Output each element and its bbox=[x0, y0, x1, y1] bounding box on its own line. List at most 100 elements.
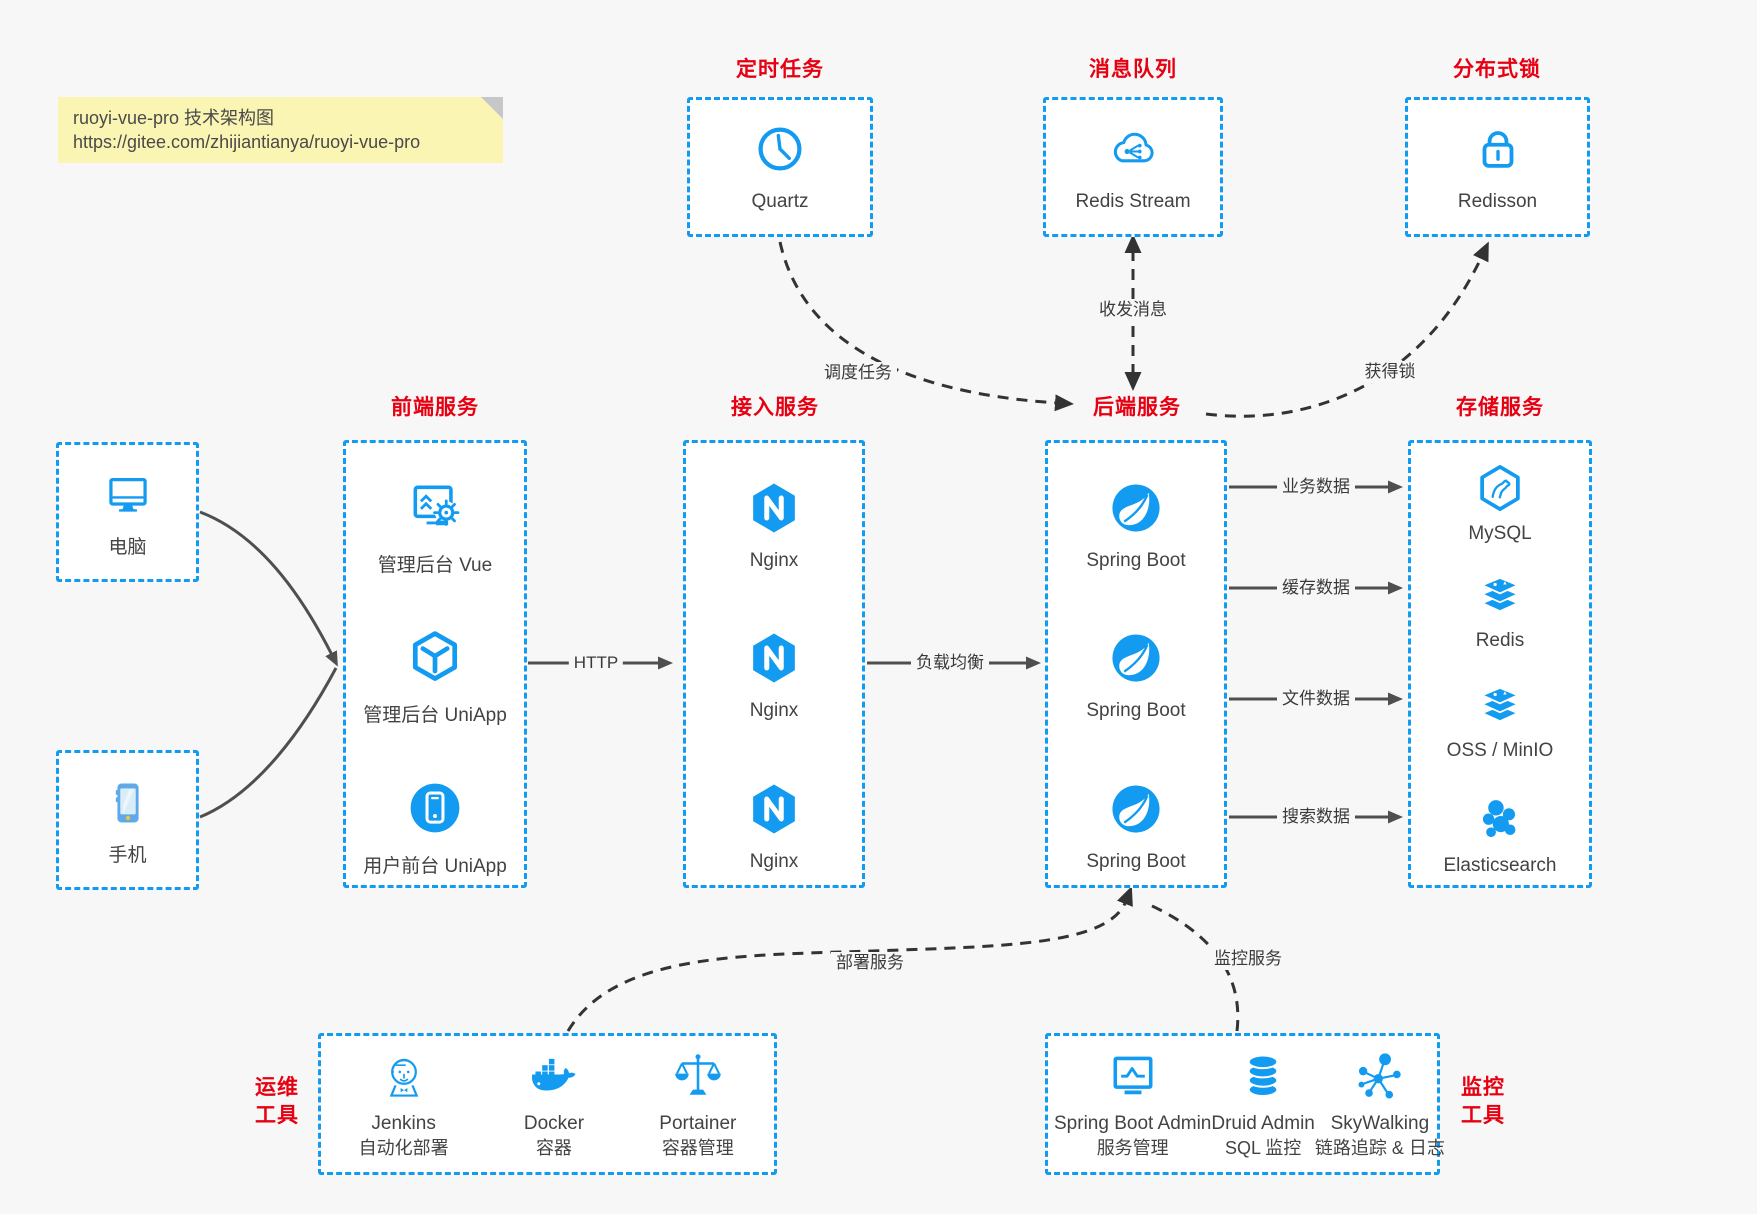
tool-name: Jenkins bbox=[371, 1113, 436, 1134]
node-label: Spring Boot bbox=[1086, 700, 1186, 721]
spring-icon bbox=[1112, 484, 1160, 532]
title-scheduled-tasks: 定时任务 bbox=[736, 58, 824, 81]
edge-label-http: HTTP bbox=[568, 652, 624, 674]
lock-icon bbox=[1482, 131, 1513, 168]
edge-label-load-balance: 负载均衡 bbox=[911, 652, 989, 674]
spring-icon bbox=[1112, 785, 1160, 833]
title-message-queue: 消息队列 bbox=[1089, 58, 1177, 81]
skywalking-icon bbox=[1358, 1053, 1401, 1099]
tool-docker: Docker 容器 bbox=[524, 1050, 584, 1160]
title-storage: 存储服务 bbox=[1456, 396, 1544, 419]
tool-name: Druid Admin bbox=[1211, 1113, 1315, 1134]
tool-desc: SQL 监控 bbox=[1224, 1138, 1302, 1158]
node-admin-uniapp: 管理后台 UniApp bbox=[346, 627, 524, 727]
tool-name: Docker bbox=[523, 1113, 585, 1134]
node-label: 手机 bbox=[108, 845, 147, 866]
edge-label-deploy: 部署服务 bbox=[831, 952, 909, 974]
desktop-icon bbox=[108, 477, 147, 512]
sba-icon bbox=[1113, 1056, 1153, 1095]
node-label: Redis bbox=[1475, 630, 1525, 651]
nginx-icon bbox=[753, 483, 795, 533]
tool-desc: 自动化部署 bbox=[358, 1138, 449, 1158]
title-backend: 后端服务 bbox=[1093, 396, 1181, 419]
tool-skywalking: SkyWalking 链路追踪 & 日志 bbox=[1315, 1050, 1445, 1160]
tool-desc: 容器 bbox=[535, 1138, 572, 1158]
node-label: OSS / MinIO bbox=[1446, 740, 1554, 761]
tool-druid-admin: Druid Admin SQL 监控 bbox=[1211, 1050, 1315, 1160]
spring-icon bbox=[1112, 634, 1160, 682]
edge-label-biz-data: 业务数据 bbox=[1277, 476, 1355, 498]
elasticsearch-icon bbox=[1482, 800, 1516, 838]
node-spring-boot-1: Spring Boot bbox=[1048, 479, 1224, 572]
tool-desc: 容器管理 bbox=[661, 1138, 734, 1158]
group-box-quartz: Quartz bbox=[687, 97, 873, 237]
note-fold-corner bbox=[481, 97, 503, 119]
title-frontend: 前端服务 bbox=[391, 396, 479, 419]
oss-stack-icon bbox=[1479, 686, 1521, 723]
node-user-uniapp: 用户前台 UniApp bbox=[346, 778, 524, 878]
column-box-gateway: Nginx Nginx Nginx bbox=[683, 440, 865, 888]
druid-icon bbox=[1247, 1054, 1279, 1097]
title-line: 工具 bbox=[1461, 1104, 1505, 1127]
node-label: 管理后台 Vue bbox=[377, 555, 493, 576]
client-box-mobile: 手机 bbox=[56, 750, 199, 890]
admin-vue-icon bbox=[413, 485, 460, 526]
edge-label-schedule: 调度任务 bbox=[819, 362, 897, 384]
client-box-pc: 电脑 bbox=[56, 442, 199, 582]
node-label: Nginx bbox=[749, 550, 799, 571]
node-mysql: MySQL bbox=[1411, 462, 1589, 545]
column-box-storage: MySQL Redis OSS / MinIO bbox=[1408, 440, 1592, 888]
column-box-frontend: 管理后台 Vue 管理后台 UniApp 用户前台 UniApp bbox=[343, 440, 527, 888]
title-monitor-tools: 监控 工具 bbox=[1452, 1074, 1514, 1130]
edge-label-file-data: 文件数据 bbox=[1277, 688, 1355, 710]
jenkins-icon bbox=[389, 1058, 418, 1097]
node-spring-boot-2: Spring Boot bbox=[1048, 629, 1224, 722]
node-label: Redisson bbox=[1457, 191, 1538, 212]
tool-portainer: Portainer 容器管理 bbox=[659, 1050, 736, 1160]
nginx-icon bbox=[753, 784, 795, 834]
group-box-redisson: Redisson bbox=[1405, 97, 1590, 237]
node-oss-minio: OSS / MinIO bbox=[1411, 679, 1589, 762]
node-redis: Redis bbox=[1411, 569, 1589, 652]
node-admin-vue: 管理后台 Vue bbox=[346, 477, 524, 577]
node-label: Spring Boot bbox=[1086, 550, 1186, 571]
sticky-note: ruoyi-vue-pro 技术架构图 https://gitee.com/zh… bbox=[58, 97, 503, 163]
edge-label-monitor: 监控服务 bbox=[1209, 948, 1287, 970]
edge-label-lock: 获得锁 bbox=[1359, 361, 1421, 383]
phone-circle-icon bbox=[410, 783, 460, 833]
node-nginx-1: Nginx bbox=[686, 479, 862, 572]
title-line: 工具 bbox=[255, 1104, 299, 1127]
node-label: Redis Stream bbox=[1075, 191, 1191, 212]
redis-stack-icon bbox=[1479, 576, 1521, 613]
column-box-backend: Spring Boot Spring Boot Spring Boot bbox=[1045, 440, 1227, 888]
uniapp-cube-icon bbox=[412, 631, 458, 681]
edge-label-search-data: 搜索数据 bbox=[1277, 806, 1355, 828]
edge-label-cache-data: 缓存数据 bbox=[1277, 577, 1355, 599]
tool-name: Portainer bbox=[659, 1113, 737, 1134]
tool-desc: 服务管理 bbox=[1096, 1138, 1169, 1158]
docker-icon bbox=[532, 1058, 576, 1091]
title-distributed-lock: 分布式锁 bbox=[1453, 58, 1541, 81]
node-label: 用户前台 UniApp bbox=[363, 856, 507, 877]
node-label: MySQL bbox=[1468, 523, 1532, 544]
title-gateway: 接入服务 bbox=[731, 396, 819, 419]
note-url: https://gitee.com/zhijiantianya/ruoyi-vu… bbox=[73, 132, 421, 152]
node-label: Quartz bbox=[751, 191, 809, 212]
group-box-redis-stream: Redis Stream bbox=[1043, 97, 1223, 237]
tool-spring-boot-admin: Spring Boot Admin 服务管理 bbox=[1054, 1050, 1211, 1160]
node-label: 电脑 bbox=[108, 537, 147, 558]
portainer-icon bbox=[675, 1054, 721, 1095]
node-label: Nginx bbox=[749, 700, 799, 721]
tool-desc: 链路追踪 & 日志 bbox=[1314, 1138, 1445, 1158]
note-title: ruoyi-vue-pro 技术架构图 bbox=[73, 108, 275, 128]
cloud-stream-icon bbox=[1113, 132, 1154, 163]
title-line: 运维 bbox=[255, 1076, 299, 1099]
group-box-ops-tools: Jenkins 自动化部署 Docker 容器 bbox=[318, 1033, 777, 1175]
node-label: Elasticsearch bbox=[1443, 855, 1557, 876]
node-nginx-3: Nginx bbox=[686, 780, 862, 873]
tool-name: SkyWalking bbox=[1330, 1113, 1430, 1134]
mobile-icon bbox=[115, 783, 139, 823]
title-line: 监控 bbox=[1461, 1076, 1505, 1099]
title-ops-tools: 运维 工具 bbox=[246, 1074, 308, 1130]
